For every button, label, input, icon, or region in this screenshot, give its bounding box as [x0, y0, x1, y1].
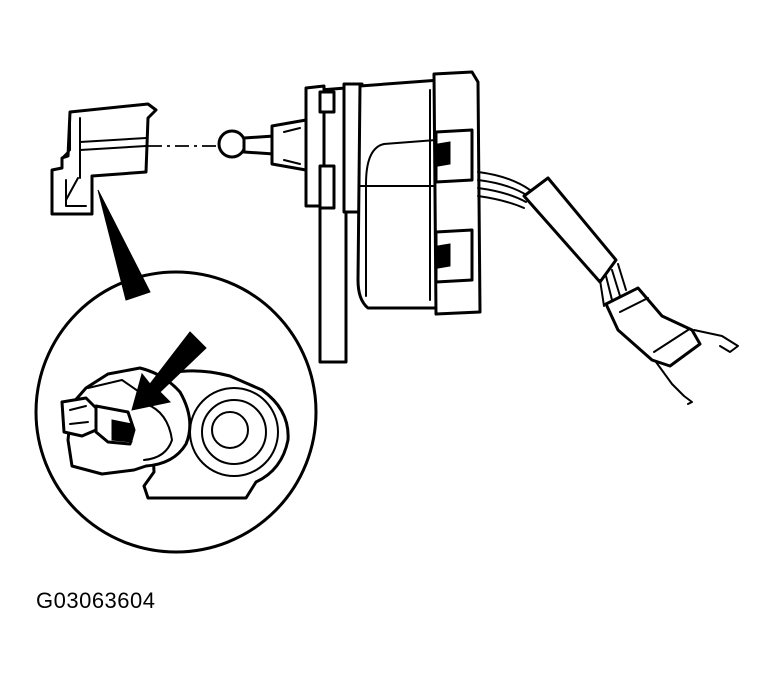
- detail-pointer: [97, 189, 151, 301]
- figure-code: G03063604: [36, 588, 156, 613]
- indicator-arrow: [131, 331, 207, 411]
- ball-stud: [217, 118, 308, 172]
- detail-view: [34, 270, 318, 554]
- mounting-bracket: [304, 82, 364, 364]
- connector-housing: [432, 70, 482, 316]
- detached-clip: [50, 102, 158, 216]
- wiring-harness: [477, 171, 739, 405]
- actuator-body: [356, 78, 442, 310]
